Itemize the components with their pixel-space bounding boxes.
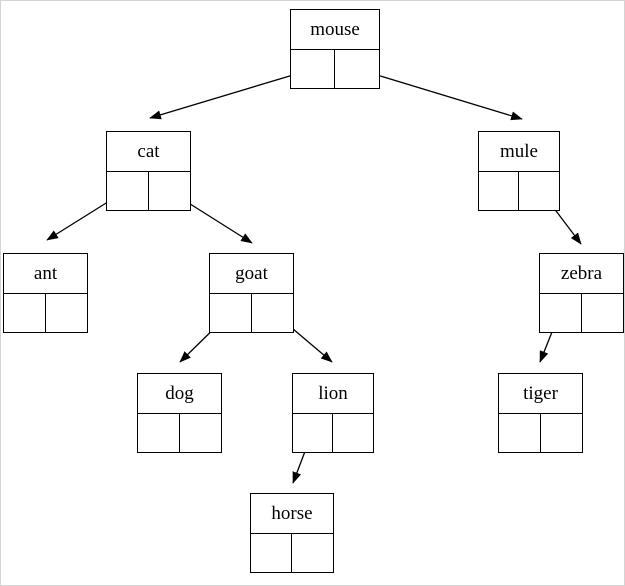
- tree-node-mule[interactable]: mule: [478, 131, 560, 211]
- node-pointer-row: [291, 50, 379, 88]
- tree-node-mouse[interactable]: mouse: [290, 9, 380, 89]
- left-pointer-cell[interactable]: [251, 534, 292, 572]
- edge-mouse-left-to-cat: [149, 68, 314, 120]
- right-pointer-cell[interactable]: [292, 534, 333, 572]
- node-label: goat: [210, 254, 293, 294]
- tree-node-goat[interactable]: goat: [209, 253, 294, 333]
- right-pointer-cell[interactable]: [335, 50, 379, 88]
- left-pointer-cell[interactable]: [479, 172, 519, 210]
- right-pointer-cell[interactable]: [180, 414, 222, 452]
- left-pointer-cell[interactable]: [540, 294, 582, 332]
- right-pointer-cell[interactable]: [333, 414, 373, 452]
- node-label: ant: [4, 254, 87, 294]
- left-pointer-cell[interactable]: [138, 414, 180, 452]
- tree-node-tiger[interactable]: tiger: [498, 373, 583, 453]
- node-label: tiger: [499, 374, 582, 414]
- left-pointer-cell[interactable]: [210, 294, 252, 332]
- node-label: dog: [138, 374, 221, 414]
- right-pointer-cell[interactable]: [541, 414, 583, 452]
- node-label: horse: [251, 494, 333, 534]
- node-pointer-row: [138, 414, 221, 452]
- left-pointer-cell[interactable]: [107, 172, 149, 210]
- right-pointer-cell[interactable]: [46, 294, 88, 332]
- left-pointer-cell[interactable]: [4, 294, 46, 332]
- right-pointer-cell[interactable]: [519, 172, 559, 210]
- tree-node-horse[interactable]: horse: [250, 493, 334, 573]
- right-pointer-cell[interactable]: [252, 294, 294, 332]
- left-pointer-cell[interactable]: [499, 414, 541, 452]
- node-pointer-row: [540, 294, 623, 332]
- node-label: mouse: [291, 10, 379, 50]
- tree-node-cat[interactable]: cat: [106, 131, 191, 211]
- node-pointer-row: [293, 414, 373, 452]
- left-pointer-cell[interactable]: [293, 414, 333, 452]
- node-label: lion: [293, 374, 373, 414]
- tree-node-lion[interactable]: lion: [292, 373, 374, 453]
- node-pointer-row: [107, 172, 190, 210]
- node-pointer-row: [4, 294, 87, 332]
- node-label: cat: [107, 132, 190, 172]
- node-label: zebra: [540, 254, 623, 294]
- node-pointer-row: [479, 172, 559, 210]
- node-label: mule: [479, 132, 559, 172]
- node-pointer-row: [499, 414, 582, 452]
- right-pointer-cell[interactable]: [149, 172, 191, 210]
- tree-node-zebra[interactable]: zebra: [539, 253, 624, 333]
- tree-node-dog[interactable]: dog: [137, 373, 222, 453]
- node-pointer-row: [251, 534, 333, 572]
- tree-node-ant[interactable]: ant: [3, 253, 88, 333]
- node-pointer-row: [210, 294, 293, 332]
- left-pointer-cell[interactable]: [291, 50, 335, 88]
- right-pointer-cell[interactable]: [582, 294, 624, 332]
